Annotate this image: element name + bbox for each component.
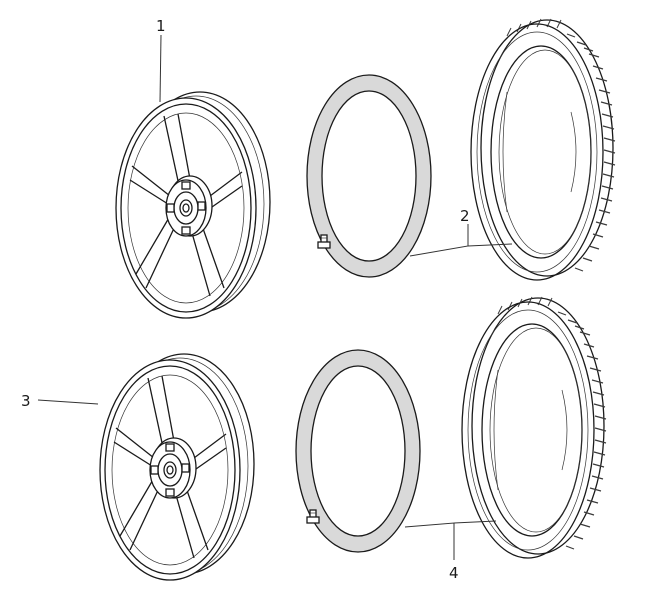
callout-4: 4 — [449, 564, 459, 582]
rear-inner-tube — [295, 349, 421, 553]
front-inner-tube — [306, 74, 432, 278]
leader-line-1 — [159, 34, 162, 103]
callout-1: 1 — [156, 17, 166, 35]
callout-2: 2 — [460, 207, 470, 225]
leader-line-2b — [467, 243, 513, 247]
callout-3: 3 — [21, 392, 31, 410]
rear-wheel-rim — [99, 353, 255, 581]
leader-line-4 — [404, 522, 455, 560]
leader-line-4b — [453, 520, 497, 524]
rear-tire — [461, 296, 607, 559]
front-tire — [470, 18, 616, 281]
front-wheel-rim — [115, 91, 271, 319]
leader-line-3 — [37, 399, 99, 405]
